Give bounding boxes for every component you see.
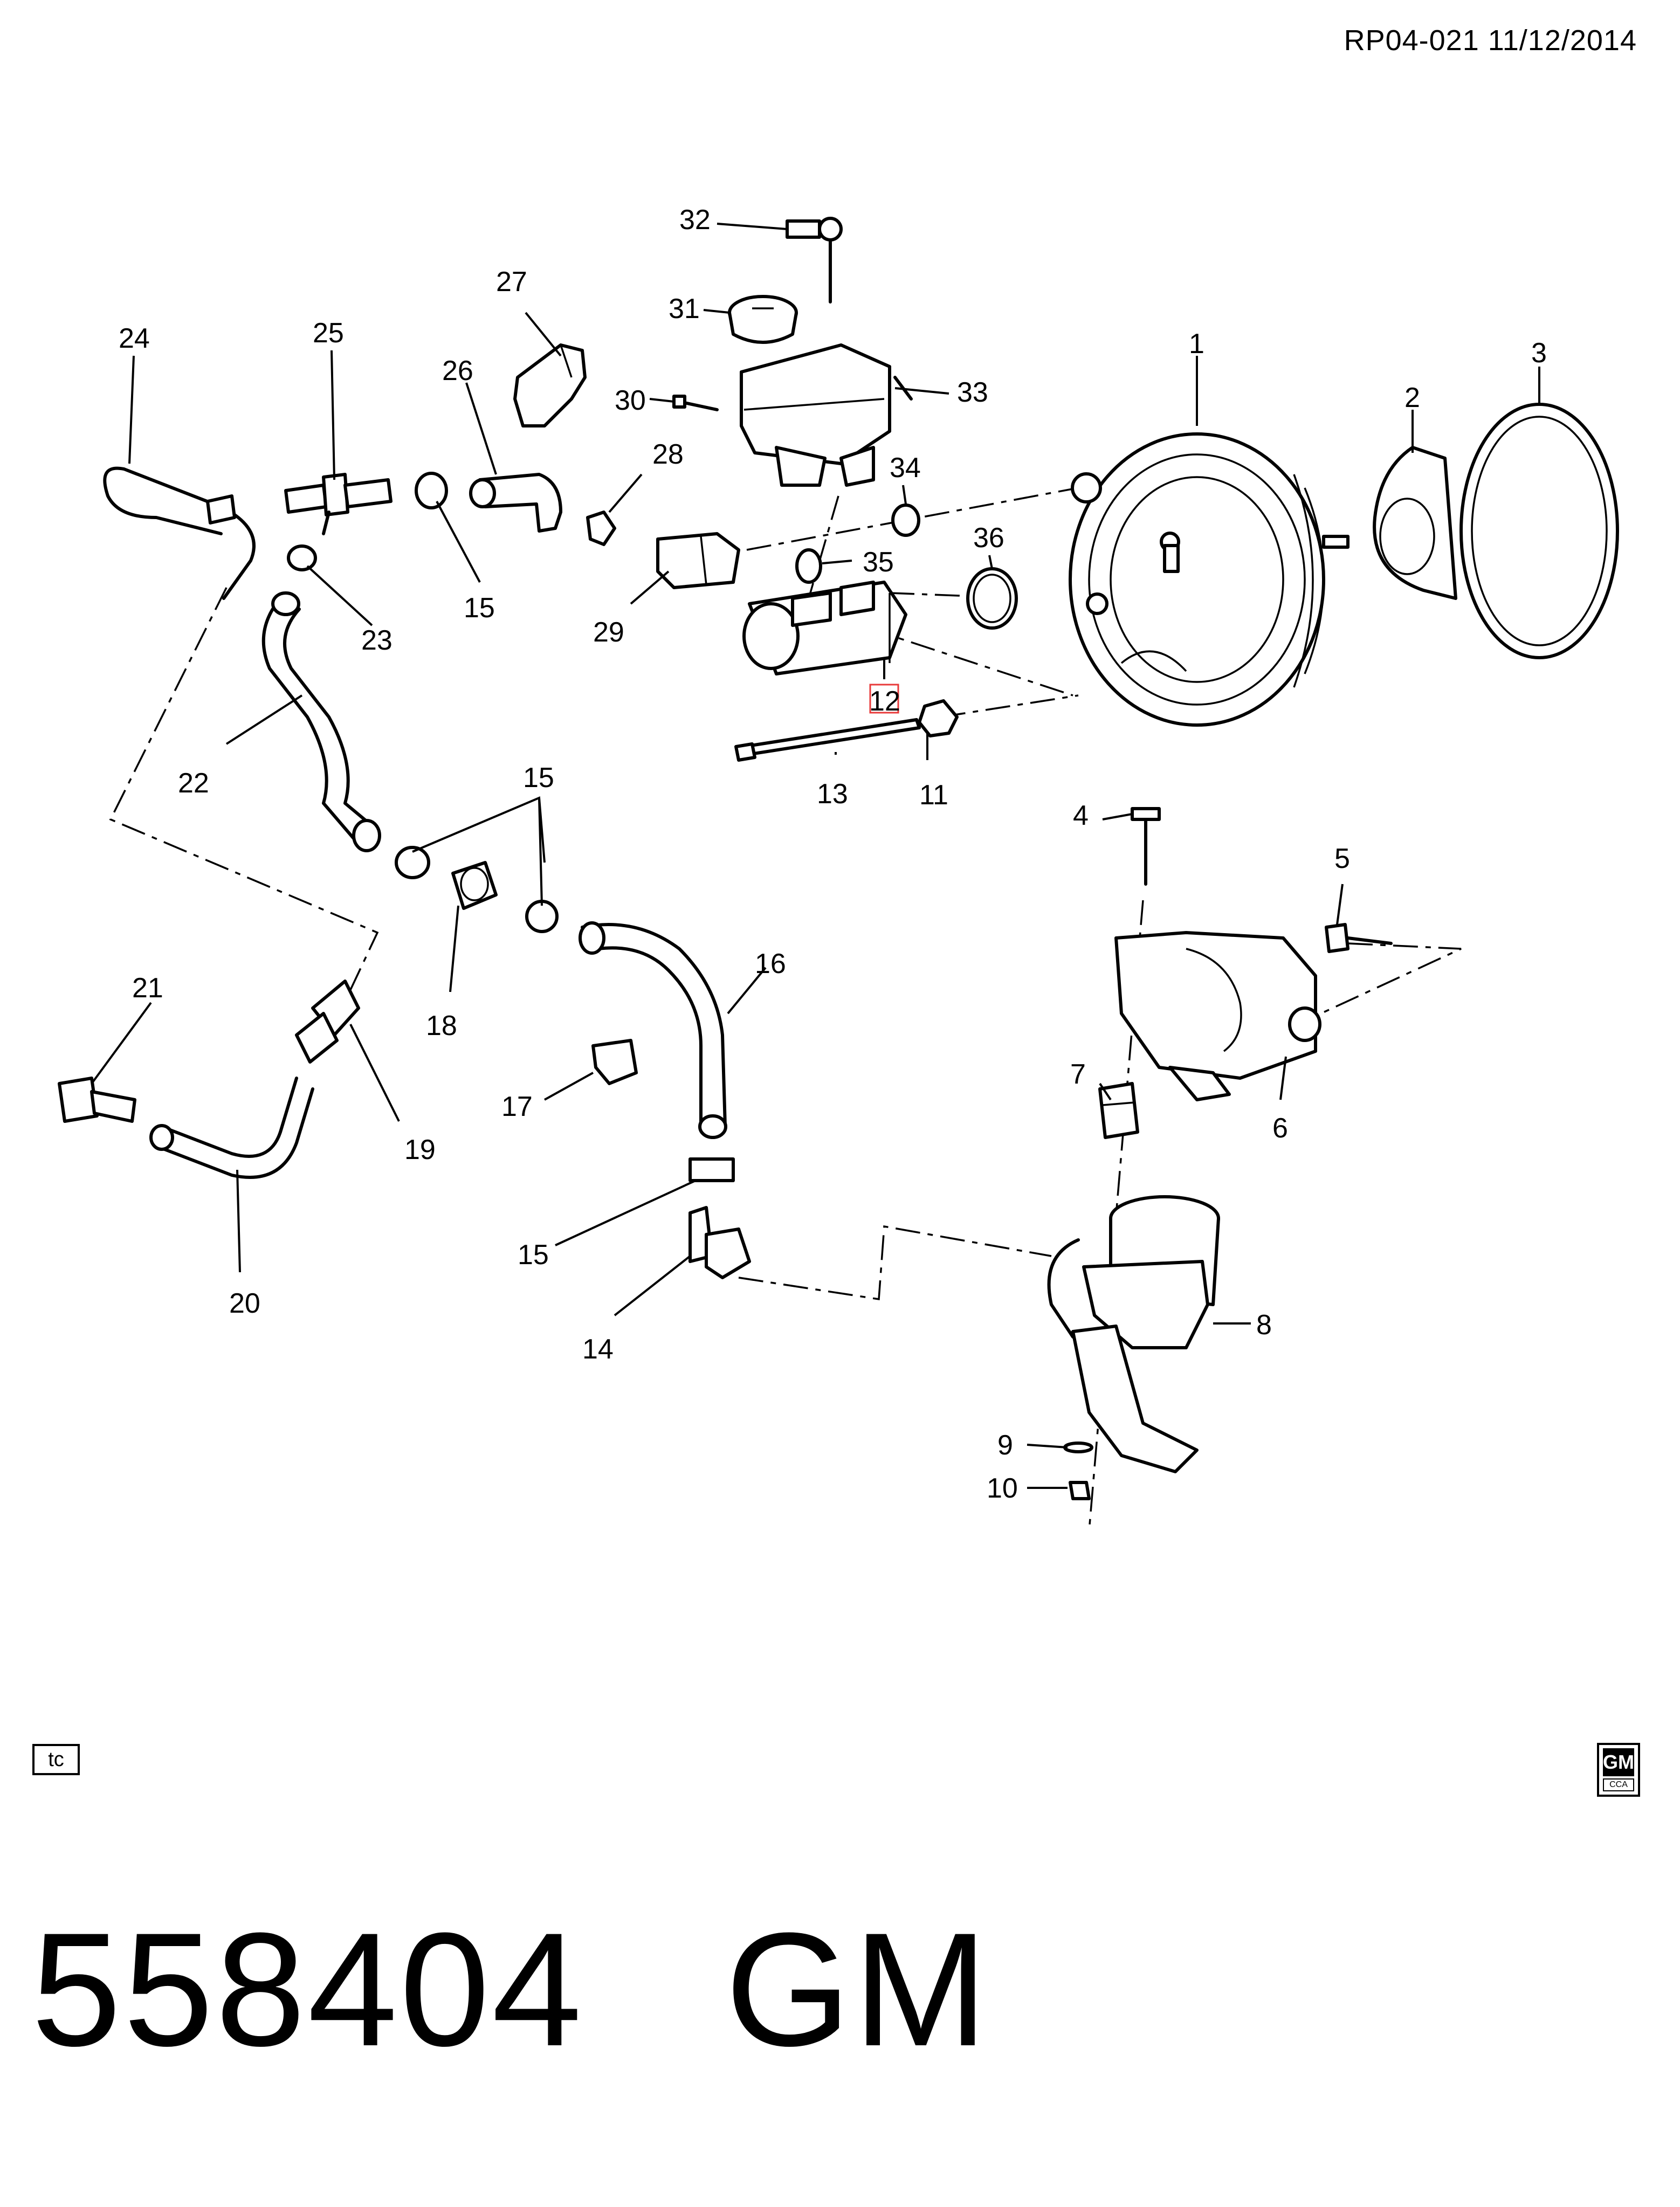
- callout-21: 21: [132, 973, 163, 1004]
- part-15-clamp-c: [525, 900, 559, 933]
- callout-32: 32: [679, 204, 711, 236]
- callout-15-c: 15: [518, 1239, 549, 1271]
- part-15-clamp-d: [688, 1157, 735, 1182]
- callout-24: 24: [119, 323, 150, 354]
- part-12-master-cylinder: [742, 581, 907, 675]
- part-30-bleeder: [672, 395, 719, 411]
- part-code: 558404 GM: [31, 1899, 990, 2080]
- tc-label: tc: [32, 1744, 80, 1775]
- part-19-connector: [295, 980, 360, 1064]
- part-24-hose: [103, 466, 256, 600]
- callout-6: 6: [1272, 1113, 1288, 1144]
- callout-17: 17: [501, 1091, 533, 1122]
- leader-lines: [91, 223, 1540, 1489]
- callout-7: 7: [1070, 1059, 1086, 1090]
- part-4-bolt: [1131, 807, 1161, 886]
- part-28-clip: [586, 511, 616, 546]
- gm-logo-sub: CCA: [1603, 1778, 1634, 1791]
- part-6-bracket: [1114, 931, 1321, 1101]
- part-1-brake-booster: [1069, 432, 1349, 727]
- part-9-washer: [1063, 1442, 1093, 1453]
- part-10-nut: [1069, 1481, 1091, 1500]
- part-14-fitting: [688, 1206, 751, 1279]
- callout-28: 28: [652, 439, 684, 470]
- callout-1: 1: [1189, 328, 1204, 360]
- part-18-check-valve: [451, 861, 498, 910]
- callout-12-highlight: 12: [869, 684, 900, 717]
- callout-29: 29: [593, 617, 624, 648]
- callout-18: 18: [426, 1010, 457, 1042]
- part-34-nut: [891, 504, 920, 537]
- callout-9: 9: [997, 1430, 1013, 1461]
- callout-11: 11: [919, 780, 948, 811]
- part-8-vacuum-pump: [1047, 1195, 1220, 1473]
- part-26-hose: [469, 473, 562, 533]
- callout-31: 31: [669, 293, 700, 325]
- callout-labels: 1 2 3 4 5 6 7 8 9 10 11 12 13 14 15 15 1…: [119, 204, 1547, 1504]
- callout-19: 19: [404, 1134, 436, 1165]
- callout-36: 36: [973, 522, 1004, 554]
- callout-4: 4: [1073, 800, 1089, 831]
- callout-34: 34: [890, 452, 921, 484]
- callout-20: 20: [229, 1288, 260, 1319]
- part-29-sensor: [656, 532, 740, 589]
- callout-22: 22: [178, 768, 209, 799]
- part-33-reservoir: [740, 343, 913, 487]
- gm-logo: GM CCA: [1597, 1743, 1640, 1797]
- part-21-connector: [58, 1077, 136, 1123]
- part-25-check-valve: [284, 473, 393, 535]
- part-22-hose: [261, 591, 381, 852]
- callout-2: 2: [1404, 382, 1420, 413]
- callout-27: 27: [496, 266, 527, 298]
- callout-16: 16: [755, 948, 786, 980]
- callout-33: 33: [957, 377, 988, 408]
- part-36-o-ring: [966, 567, 1018, 630]
- part-15-clamp-a: [415, 472, 448, 509]
- callout-25: 25: [313, 318, 344, 349]
- part-13-rod: [734, 718, 921, 762]
- callout-35: 35: [863, 547, 894, 578]
- part-2-gasket: [1373, 446, 1457, 600]
- part-3-seal: [1459, 403, 1619, 659]
- callout-26: 26: [442, 355, 473, 387]
- part-5-bolt: [1325, 923, 1393, 953]
- gm-logo-mark: GM: [1603, 1748, 1634, 1776]
- callout-3: 3: [1531, 337, 1547, 369]
- part-20-hose: [149, 1077, 314, 1179]
- callout-15-b: 15: [523, 762, 554, 794]
- part-17-clamp: [591, 1039, 638, 1085]
- callout-23: 23: [361, 625, 393, 656]
- callout-15-a: 15: [464, 592, 495, 624]
- part-27-bracket: [513, 343, 587, 427]
- callout-12: 12: [869, 686, 900, 717]
- part-23-clamp: [287, 544, 317, 571]
- callout-14: 14: [582, 1334, 614, 1365]
- part-11-nut: [918, 699, 959, 737]
- callout-13: 13: [817, 778, 848, 810]
- callout-10: 10: [987, 1473, 1018, 1504]
- part-35-grommet: [795, 548, 822, 584]
- part-16-hose: [579, 921, 727, 1139]
- drawing-reference: RP04-021 11/12/2014: [1344, 24, 1637, 57]
- callout-5: 5: [1334, 843, 1350, 874]
- part-15-clamp-b: [395, 846, 430, 879]
- part-32-fluid-level-sensor: [786, 217, 843, 304]
- callout-8: 8: [1256, 1309, 1272, 1341]
- callout-30: 30: [615, 385, 646, 416]
- part-31-reservoir-cap: [728, 295, 798, 344]
